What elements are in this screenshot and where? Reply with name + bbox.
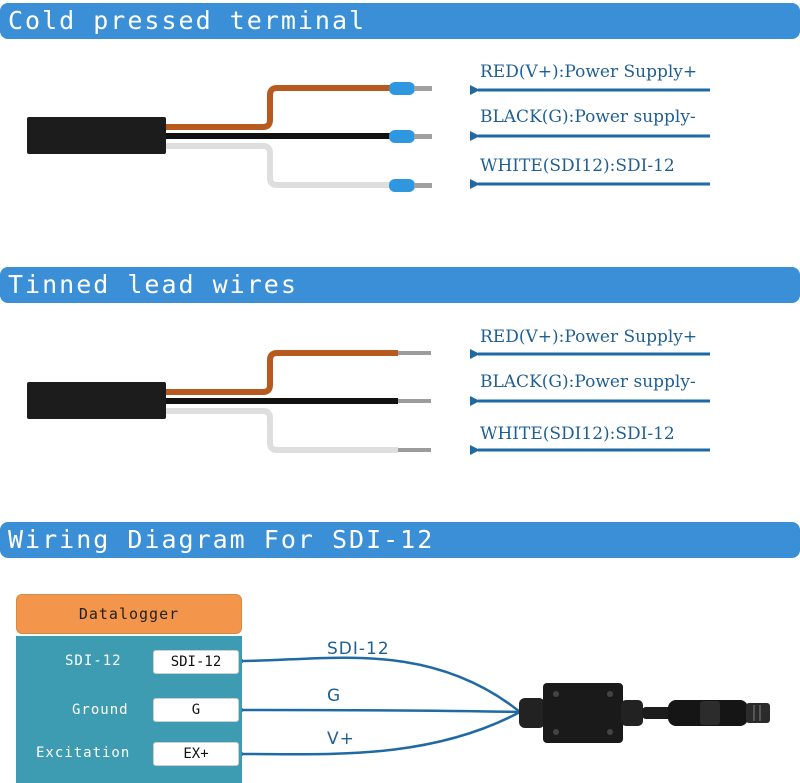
junction-body [543,683,623,743]
label-white-wire: WHITE(SDI12):SDI-12 [480,156,675,176]
connection-label-sdi12: SDI-12 [327,639,390,659]
label-red-wire: RED(V+):Power Supply+ [480,62,698,82]
terminal-ground: G [153,698,239,722]
ferrule [389,82,415,95]
junction-screw [607,729,613,735]
terminal-label-sdi12: SDI-12 [65,653,122,669]
section-banner-tinned: Tinned lead wires [0,267,800,303]
junction-screw [607,691,613,697]
ferrule [389,179,415,192]
junction-screw [553,729,559,735]
terminal-label-ground: Ground [72,702,129,718]
terminal-excitation: EX+ [153,742,239,766]
sensor-connector-tip [746,703,770,723]
connection-label-ground: G [327,686,342,706]
label-black-wire-tinned: BLACK(G):Power supply- [480,372,696,392]
tinned-end [398,399,431,403]
sensor-cable [642,707,672,719]
connection-sdi12 [235,656,521,713]
connection-lines [235,656,521,759]
junction-gland [621,700,643,726]
tinned-cable [27,350,431,453]
red-wire [165,85,395,130]
tinned-end [398,351,431,355]
label-white-wire-tinned: WHITE(SDI12):SDI-12 [480,424,675,444]
section-banner-wiring-diagram: Wiring Diagram For SDI-12 [0,522,800,558]
junction-gland [519,698,545,728]
terminal-label-excitation: Excitation [36,745,131,761]
junction-screw [553,691,559,697]
tinned-arrows [470,349,710,455]
datalogger-title: Datalogger [16,594,242,634]
section-banner-cold-pressed: Cold pressed terminal [0,3,800,39]
white-wire [165,143,395,188]
label-red-wire-tinned: RED(V+):Power Supply+ [480,327,698,347]
tinned-end [398,448,431,452]
white-wire [165,408,398,453]
terminal-pin [414,183,432,188]
terminal-sdi12: SDI-12 [153,650,239,674]
cable-jacket [27,382,166,419]
cold-pressed-arrows [470,85,710,189]
terminal-pin [414,86,432,91]
junction-box [519,683,770,743]
connection-label-vplus: V+ [327,729,355,749]
terminal-pin [414,134,432,139]
ferrule [389,130,415,143]
cold-pressed-cable [27,82,432,192]
connection-vplus [235,710,521,759]
connection-ground [235,704,521,715]
red-wire [165,350,398,395]
sensor-connector-band [700,701,720,725]
label-black-wire: BLACK(G):Power supply- [480,107,696,127]
cable-jacket [27,117,166,154]
